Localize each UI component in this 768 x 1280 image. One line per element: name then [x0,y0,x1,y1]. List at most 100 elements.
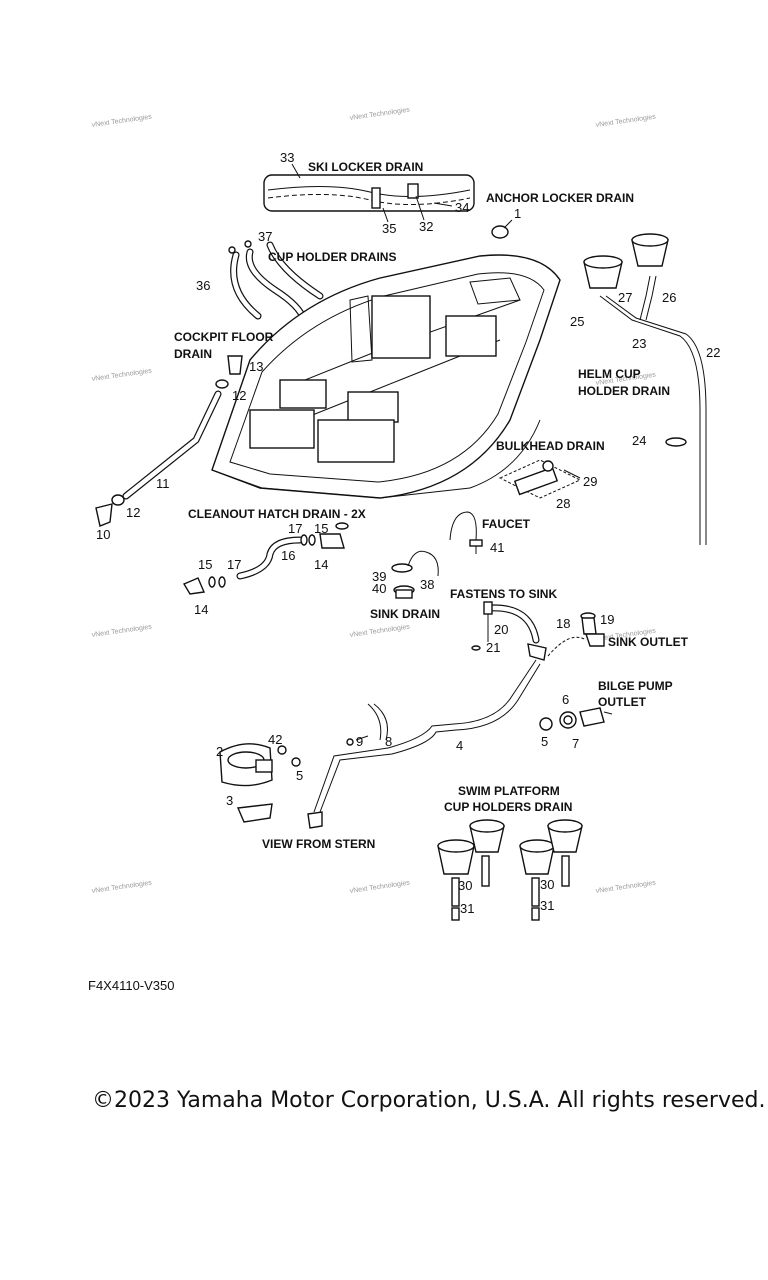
callout-21: 21 [486,640,500,655]
hose-clamp [665,437,687,447]
callout-3: 3 [226,793,233,808]
callout-32: 32 [419,219,433,234]
watermarks: vNext Technologies vNext Technologies vN… [91,107,656,895]
hose-clip-8 [346,703,388,746]
swim-platform-label-1: SWIM PLATFORM [458,784,560,798]
cup-holder-drain-hoses [228,240,324,324]
callout-9: 9 [356,734,363,749]
bilge-pump-outlet-fitting [539,707,613,731]
bilge-hose-4 [313,659,541,813]
cockpit-drain-fitting [227,355,243,375]
copyright-notice: ©2023 Yamaha Motor Corporation, U.S.A. A… [92,1088,766,1113]
cockpit-floor-drain-label-2: DRAIN [174,347,212,361]
callout-22: 22 [706,345,720,360]
callout-2: 2 [216,744,223,759]
callout-31b: 31 [540,898,554,913]
ski-locker-drain-inset [263,163,475,223]
view-from-stern-label: VIEW FROM STERN [262,837,375,851]
callout-8: 8 [385,734,392,749]
callout-35: 35 [382,221,396,236]
sink-drain-assembly [391,550,439,599]
callout-12b: 12 [126,505,140,520]
watermark: vNext Technologies [595,880,656,895]
cleanout-hatch-drain-label: CLEANOUT HATCH DRAIN - 2X [188,507,366,521]
sink-outlet-label: SINK OUTLET [608,635,689,649]
callout-1: 1 [514,206,521,221]
callout-16: 16 [281,548,295,563]
bilge-pump-outlet-label-1: BILGE PUMP [598,679,673,693]
callout-25: 25 [570,314,584,329]
watermark: vNext Technologies [91,114,152,129]
callout-6: 6 [562,692,569,707]
cup-holder-drains-label: CUP HOLDER DRAINS [268,250,396,264]
watermark: vNext Technologies [349,624,410,639]
swim-platform-cup-holders [437,819,583,921]
callout-17: 17 [288,521,302,536]
swim-platform-label-2: CUP HOLDERS DRAIN [444,800,572,814]
sink-drain-label: SINK DRAIN [370,607,440,621]
bilge-pump [219,743,323,829]
callout-5: 5 [541,734,548,749]
callout-4: 4 [456,738,463,753]
callout-27: 27 [618,290,632,305]
callout-15: 15 [314,521,328,536]
boat-hull [211,254,561,499]
faucet [449,511,483,554]
callout-26: 26 [662,290,676,305]
faucet-label: FAUCET [482,517,531,531]
anchor-drain-fitting [491,225,509,239]
fastens-to-sink-label: FASTENS TO SINK [450,587,557,601]
watermark: vNext Technologies [349,880,410,895]
helm-cup-holder-drain-label-2: HOLDER DRAIN [578,384,670,398]
callout-34: 34 [455,200,469,215]
callout-14: 14 [314,557,328,572]
watermark: vNext Technologies [91,368,152,383]
ski-locker-drain-label: SKI LOCKER DRAIN [308,160,423,174]
watermark: vNext Technologies [91,880,152,895]
callout-30b: 30 [540,877,554,892]
thru-hull-fitting [95,503,113,527]
callout-37: 37 [258,229,272,244]
callout-29: 29 [583,474,597,489]
callout-36: 36 [196,278,210,293]
callout-42: 42 [268,732,282,747]
sink-hose-20 [483,601,547,661]
callout-40: 40 [372,581,386,596]
watermark: vNext Technologies [595,114,656,129]
diagram-code: F4X4110-V350 [88,978,175,993]
callout-10: 10 [96,527,110,542]
callout-18: 18 [556,616,570,631]
callout-30: 30 [458,878,472,893]
callout-24: 24 [632,433,646,448]
callout-19: 19 [600,612,614,627]
helm-cup-holders [583,233,707,545]
callout-41: 41 [490,540,504,555]
callout-20: 20 [494,622,508,637]
callout-14b: 14 [194,602,208,617]
sink-outlet-fitting [580,612,605,647]
callout-31: 31 [460,901,474,916]
cleanout-hatch-hose [182,522,349,595]
callout-33: 33 [280,150,294,165]
callout-7: 7 [572,736,579,751]
callout-13: 13 [249,359,263,374]
callout-15b: 15 [198,557,212,572]
callout-23: 23 [632,336,646,351]
callout-11: 11 [156,476,170,491]
callout-28: 28 [556,496,570,511]
bulkhead-drain-assembly [498,459,582,499]
callout-38: 38 [420,577,434,592]
cockpit-drain-hose-11 [122,390,222,500]
bilge-pump-outlet-label-2: OUTLET [598,695,647,709]
anchor-locker-drain-label: ANCHOR LOCKER DRAIN [486,191,634,205]
helm-cup-holder-drain-label-1: HELM CUP [578,367,641,381]
cockpit-floor-drain-label-1: COCKPIT FLOOR [174,330,274,344]
callout-12: 12 [232,388,246,403]
callout-17b: 17 [227,557,241,572]
callout-5b: 5 [296,768,303,783]
bulkhead-drain-label: BULKHEAD DRAIN [496,439,605,453]
watermark: vNext Technologies [91,624,152,639]
callout-39: 39 [372,569,386,584]
watermark: vNext Technologies [349,107,410,122]
